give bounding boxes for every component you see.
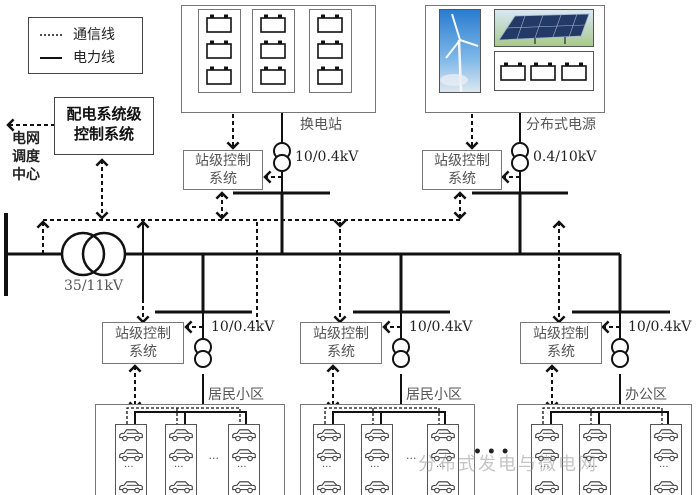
electric-car-icon bbox=[231, 448, 257, 462]
distribution-control-label-2: 控制系统 bbox=[73, 125, 134, 143]
watermark: 分布式发电与微电网 bbox=[418, 454, 598, 475]
electric-car-icon bbox=[534, 428, 560, 442]
rack-ellipsis: ··· bbox=[588, 462, 598, 473]
electric-car-icon bbox=[430, 428, 456, 442]
battery-icon bbox=[260, 39, 286, 59]
dispatch-center-label: 电网 调度 中心 bbox=[12, 131, 40, 183]
battery-icon bbox=[206, 13, 232, 33]
legend: 通信线 电力线 bbox=[28, 17, 143, 74]
racks-ellipsis: ··· bbox=[208, 452, 220, 465]
wind-turbine-image bbox=[439, 9, 481, 93]
solar-panel-image bbox=[494, 9, 594, 47]
battery-icon bbox=[561, 61, 587, 81]
electric-car-icon bbox=[653, 428, 679, 442]
battery-icon bbox=[530, 61, 556, 81]
electric-car-icon bbox=[231, 480, 257, 494]
load-zone-label: 居民小区 bbox=[208, 387, 264, 403]
battery-icon bbox=[317, 65, 343, 85]
swap-transformer-voltage: 10/0.4kV bbox=[295, 149, 359, 165]
der-transformer-voltage: 0.4/10kV bbox=[533, 149, 597, 165]
zone-transformer-voltage: 10/0.4kV bbox=[211, 319, 275, 335]
distribution-control-box[interactable]: 配电系统级 控制系统 bbox=[54, 97, 154, 155]
station-control-zone-1[interactable]: 站级控制系统 bbox=[102, 322, 184, 364]
power-lines bbox=[6, 191, 670, 314]
station-control-swap[interactable]: 站级控制 系统 bbox=[183, 150, 263, 190]
rack-ellipsis: ··· bbox=[370, 462, 380, 473]
electric-car-icon bbox=[316, 428, 342, 442]
zone-transformer-voltage: 10/0.4kV bbox=[409, 319, 473, 335]
electric-car-icon bbox=[316, 480, 342, 494]
main-transformer-symbol bbox=[60, 231, 127, 277]
battery-icon bbox=[260, 13, 286, 33]
zone-gap-ellipsis: • • • bbox=[473, 444, 510, 460]
electric-car-icon bbox=[653, 448, 679, 462]
rack-ellipsis: ··· bbox=[436, 462, 446, 473]
battery-icon bbox=[206, 65, 232, 85]
rack-ellipsis: ··· bbox=[174, 462, 184, 473]
electric-car-icon bbox=[430, 480, 456, 494]
station-control-zone-3[interactable]: 站级控制系统 bbox=[520, 322, 602, 364]
electric-car-icon bbox=[582, 428, 608, 442]
electric-car-icon bbox=[582, 480, 608, 494]
rack-ellipsis: ··· bbox=[124, 462, 134, 473]
electric-car-icon bbox=[168, 480, 194, 494]
electric-car-icon bbox=[364, 448, 390, 462]
station-transformers bbox=[194, 142, 629, 368]
station-control-der[interactable]: 站级控制 系统 bbox=[422, 150, 502, 190]
load-zone-label: 居民小区 bbox=[406, 387, 462, 403]
distribution-control-label-1: 配电系统级 bbox=[66, 105, 142, 123]
battery-icon bbox=[206, 39, 232, 59]
battery-icon bbox=[317, 13, 343, 33]
electric-car-icon bbox=[118, 480, 144, 494]
electric-car-icon bbox=[534, 480, 560, 494]
rack-ellipsis: ··· bbox=[659, 462, 669, 473]
distributed-source-label: 分布式电源 bbox=[526, 117, 596, 133]
battery-icon bbox=[260, 65, 286, 85]
electric-car-icon bbox=[364, 480, 390, 494]
wind-turbine-icon bbox=[440, 13, 479, 92]
electric-car-icon bbox=[118, 428, 144, 442]
legend-comm-label: 通信线 bbox=[73, 27, 115, 43]
electric-car-icon bbox=[653, 480, 679, 494]
battery-icon bbox=[317, 39, 343, 59]
battery-icon bbox=[500, 61, 526, 81]
battery-swap-station-label: 换电站 bbox=[300, 117, 342, 133]
rack-ellipsis: ··· bbox=[322, 462, 332, 473]
legend-symbols bbox=[40, 34, 62, 59]
legend-power-label: 电力线 bbox=[73, 50, 115, 66]
electric-car-icon bbox=[118, 448, 144, 462]
main-transformer-voltage: 35/11kV bbox=[64, 278, 123, 294]
electric-car-icon bbox=[168, 428, 194, 442]
electric-car-icon bbox=[316, 448, 342, 462]
electric-car-icon bbox=[231, 428, 257, 442]
solar-panel-icon bbox=[498, 13, 590, 44]
electric-car-icon bbox=[168, 448, 194, 462]
station-control-zone-2[interactable]: 站级控制系统 bbox=[300, 322, 382, 364]
zone-transformer-voltage: 10/0.4kV bbox=[628, 319, 692, 335]
load-zone-label: 办公区 bbox=[625, 387, 667, 403]
power-feeder-lines bbox=[202, 92, 621, 412]
electric-car-icon bbox=[364, 428, 390, 442]
rack-ellipsis: ··· bbox=[540, 462, 550, 473]
rack-ellipsis: ··· bbox=[237, 462, 247, 473]
racks-ellipsis: ··· bbox=[406, 452, 417, 465]
